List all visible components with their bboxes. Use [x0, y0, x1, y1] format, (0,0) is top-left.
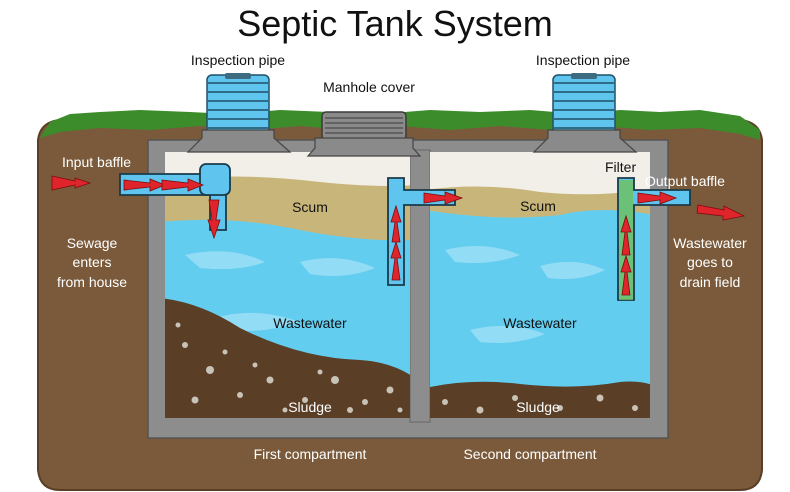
label-sludge-left: Sludge [288, 399, 332, 415]
manhole-cover [306, 111, 422, 157]
first-compartment-interior [165, 152, 410, 418]
label-sewage-line3: from house [57, 274, 127, 290]
diagram-title: Septic Tank System [237, 3, 552, 44]
label-second-compartment: Second compartment [463, 446, 596, 462]
sludge-right [430, 381, 650, 418]
sludge-left [165, 298, 410, 418]
inspection-pipe-right [532, 73, 638, 153]
label-filter: Filter [605, 159, 636, 175]
label-scum-left: Scum [292, 199, 328, 215]
input-baffle-pipe [119, 163, 231, 231]
label-drain-line3: drain field [680, 274, 741, 290]
scum-right [430, 186, 650, 218]
label-sewage-line2: enters [73, 254, 112, 270]
label-output-baffle: Output baffle [645, 173, 725, 189]
label-inspection-pipe-right: Inspection pipe [536, 52, 630, 68]
inspection-pipe-left [186, 73, 292, 153]
label-wastewater-right: Wastewater [503, 315, 577, 331]
label-sewage-line1: Sewage [67, 235, 118, 251]
label-wastewater-left: Wastewater [273, 315, 347, 331]
label-first-compartment: First compartment [254, 446, 367, 462]
label-drain-line1: Wastewater [673, 235, 747, 251]
label-drain-line2: goes to [687, 254, 733, 270]
label-inspection-pipe-left: Inspection pipe [191, 52, 285, 68]
second-compartment-interior [430, 152, 650, 418]
label-sludge-right: Sludge [516, 399, 560, 415]
label-input-baffle: Input baffle [62, 154, 131, 170]
label-manhole-cover: Manhole cover [323, 79, 415, 95]
middle-baffle-pipe [387, 177, 456, 286]
flow-arrows [51, 175, 746, 296]
label-scum-right: Scum [520, 198, 556, 214]
